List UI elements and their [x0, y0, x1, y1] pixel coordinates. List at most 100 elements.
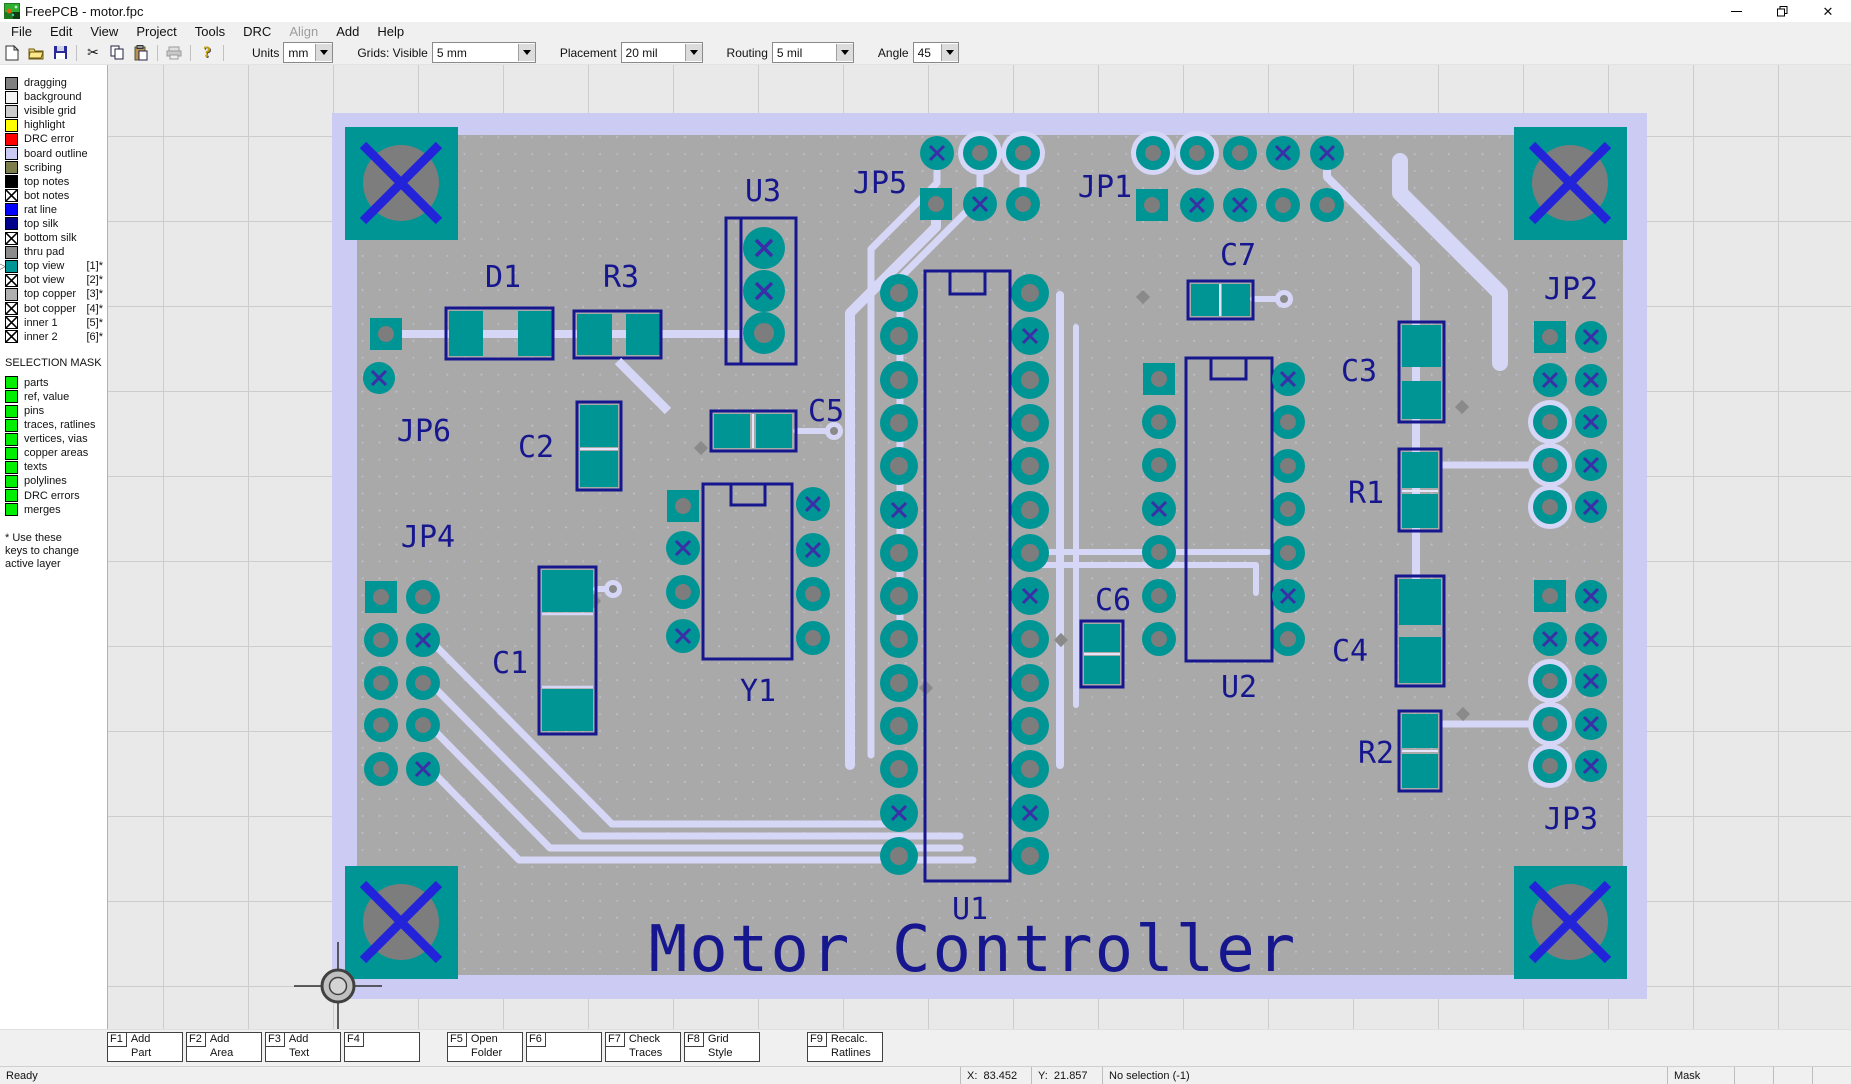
visible-grid-select[interactable]: 5 mm — [431, 42, 536, 63]
layer-color-swatch[interactable] — [5, 273, 18, 287]
layer-color-swatch[interactable] — [5, 259, 18, 273]
component-u2[interactable] — [1184, 356, 1274, 663]
silk-labels[interactable]: D1 R3 U3 JP5 JP1 C7 JP2 JP6 C2 C5 C3 R1 … — [397, 166, 1598, 987]
component-d1[interactable] — [444, 306, 555, 361]
layer-color-swatch[interactable] — [5, 330, 18, 344]
mask-color-swatch[interactable] — [5, 418, 18, 432]
layer-item-visible-grid: visible grid — [5, 104, 107, 118]
mask-color-swatch[interactable] — [5, 390, 18, 404]
ref-jp3: JP3 — [1544, 802, 1598, 837]
help-icon[interactable]: ? — [203, 43, 211, 61]
menu-edit[interactable]: Edit — [49, 24, 73, 39]
menu-view[interactable]: View — [90, 24, 119, 39]
component-u1[interactable] — [923, 269, 1012, 883]
layer-hotkey-tag: [4]* — [86, 302, 103, 315]
via[interactable] — [604, 580, 622, 598]
menu-add[interactable]: Add — [336, 24, 360, 39]
cut-icon[interactable]: ✂ — [87, 44, 99, 60]
layer-color-swatch[interactable] — [5, 161, 18, 175]
layer-color-swatch[interactable] — [5, 147, 18, 161]
mask-item-parts: parts — [5, 376, 107, 390]
mounting-hole[interactable] — [345, 866, 458, 979]
layer-color-swatch[interactable] — [5, 203, 18, 217]
chevron-down-icon[interactable] — [835, 44, 853, 61]
layer-color-swatch[interactable] — [5, 104, 18, 118]
chevron-down-icon[interactable] — [517, 44, 535, 61]
pcb-drawing[interactable]: D1 R3 U3 JP5 JP1 C7 JP2 JP6 C2 C5 C3 R1 … — [108, 65, 1851, 1029]
open-folder-icon[interactable] — [26, 44, 46, 62]
layer-color-swatch[interactable] — [5, 316, 18, 330]
layer-color-swatch[interactable] — [5, 118, 18, 132]
angle-select[interactable]: 45 — [912, 42, 959, 63]
mask-color-swatch[interactable] — [5, 404, 18, 418]
component-y1[interactable] — [666, 482, 830, 661]
menu-help[interactable]: Help — [377, 24, 405, 39]
component-c7[interactable] — [1186, 279, 1255, 321]
close-button[interactable]: ✕ — [1805, 0, 1851, 22]
mask-color-swatch[interactable] — [5, 446, 18, 460]
mask-color-swatch[interactable] — [5, 460, 18, 474]
layer-color-swatch[interactable] — [5, 189, 18, 203]
mounting-hole[interactable] — [1514, 866, 1627, 979]
restore-button[interactable] — [1759, 0, 1805, 22]
chevron-down-icon[interactable] — [315, 44, 333, 61]
layer-label: highlight — [24, 119, 65, 132]
component-c4[interactable] — [1394, 574, 1446, 688]
menu-file[interactable]: File — [11, 24, 32, 39]
component-c5[interactable] — [709, 409, 798, 453]
via[interactable] — [1275, 290, 1293, 308]
copy-icon[interactable] — [107, 44, 127, 62]
component-r1[interactable] — [1397, 447, 1443, 533]
layer-color-swatch[interactable] — [5, 231, 18, 245]
mask-color-swatch[interactable] — [5, 432, 18, 446]
mask-color-swatch[interactable] — [5, 489, 18, 503]
pcb-canvas[interactable]: D1 R3 U3 JP5 JP1 C7 JP2 JP6 C2 C5 C3 R1 … — [108, 65, 1851, 1029]
menu-drc[interactable]: DRC — [243, 24, 272, 39]
component-jp2[interactable] — [1528, 321, 1572, 529]
component-c1[interactable] — [537, 565, 598, 736]
component-r2[interactable] — [1397, 709, 1443, 793]
component-c6[interactable] — [1079, 619, 1125, 689]
units-select[interactable]: mm — [283, 42, 334, 63]
mask-color-swatch[interactable] — [5, 376, 18, 390]
layer-color-swatch[interactable] — [5, 76, 18, 90]
placement-grid-select[interactable]: 20 mil — [620, 42, 703, 63]
layer-color-swatch[interactable] — [5, 287, 18, 301]
new-document-icon[interactable] — [2, 44, 22, 62]
component-u3[interactable] — [724, 216, 798, 366]
mounting-hole[interactable] — [1514, 127, 1627, 240]
layer-color-swatch[interactable] — [5, 132, 18, 146]
component-r3[interactable] — [572, 309, 672, 415]
fkey-button-f4[interactable]: F4 — [344, 1032, 420, 1062]
layer-color-swatch[interactable] — [5, 245, 18, 259]
chevron-down-icon[interactable] — [684, 44, 702, 61]
fkey-button-f6[interactable]: F6 — [526, 1032, 602, 1062]
layer-color-swatch[interactable] — [5, 302, 18, 316]
layer-item-bottom-silk: bottom silk — [5, 231, 107, 245]
component-c2[interactable] — [575, 400, 623, 492]
save-icon[interactable] — [50, 44, 70, 62]
paste-icon[interactable] — [131, 44, 151, 62]
mounting-hole[interactable] — [345, 127, 458, 240]
menu-project[interactable]: Project — [136, 24, 177, 39]
mask-color-swatch[interactable] — [5, 474, 18, 488]
mask-color-swatch[interactable] — [5, 503, 18, 517]
menu-tools[interactable]: Tools — [194, 24, 226, 39]
component-jp6[interactable] — [370, 318, 402, 350]
minimize-button[interactable] — [1713, 0, 1759, 22]
chevron-down-icon[interactable] — [940, 44, 958, 61]
routing-grid-select[interactable]: 5 mil — [771, 42, 854, 63]
component-jp3[interactable] — [1528, 580, 1572, 788]
layer-color-swatch[interactable] — [5, 217, 18, 231]
component-c3[interactable] — [1397, 320, 1446, 424]
layer-color-swatch[interactable] — [5, 175, 18, 189]
layer-color-swatch[interactable] — [5, 90, 18, 104]
